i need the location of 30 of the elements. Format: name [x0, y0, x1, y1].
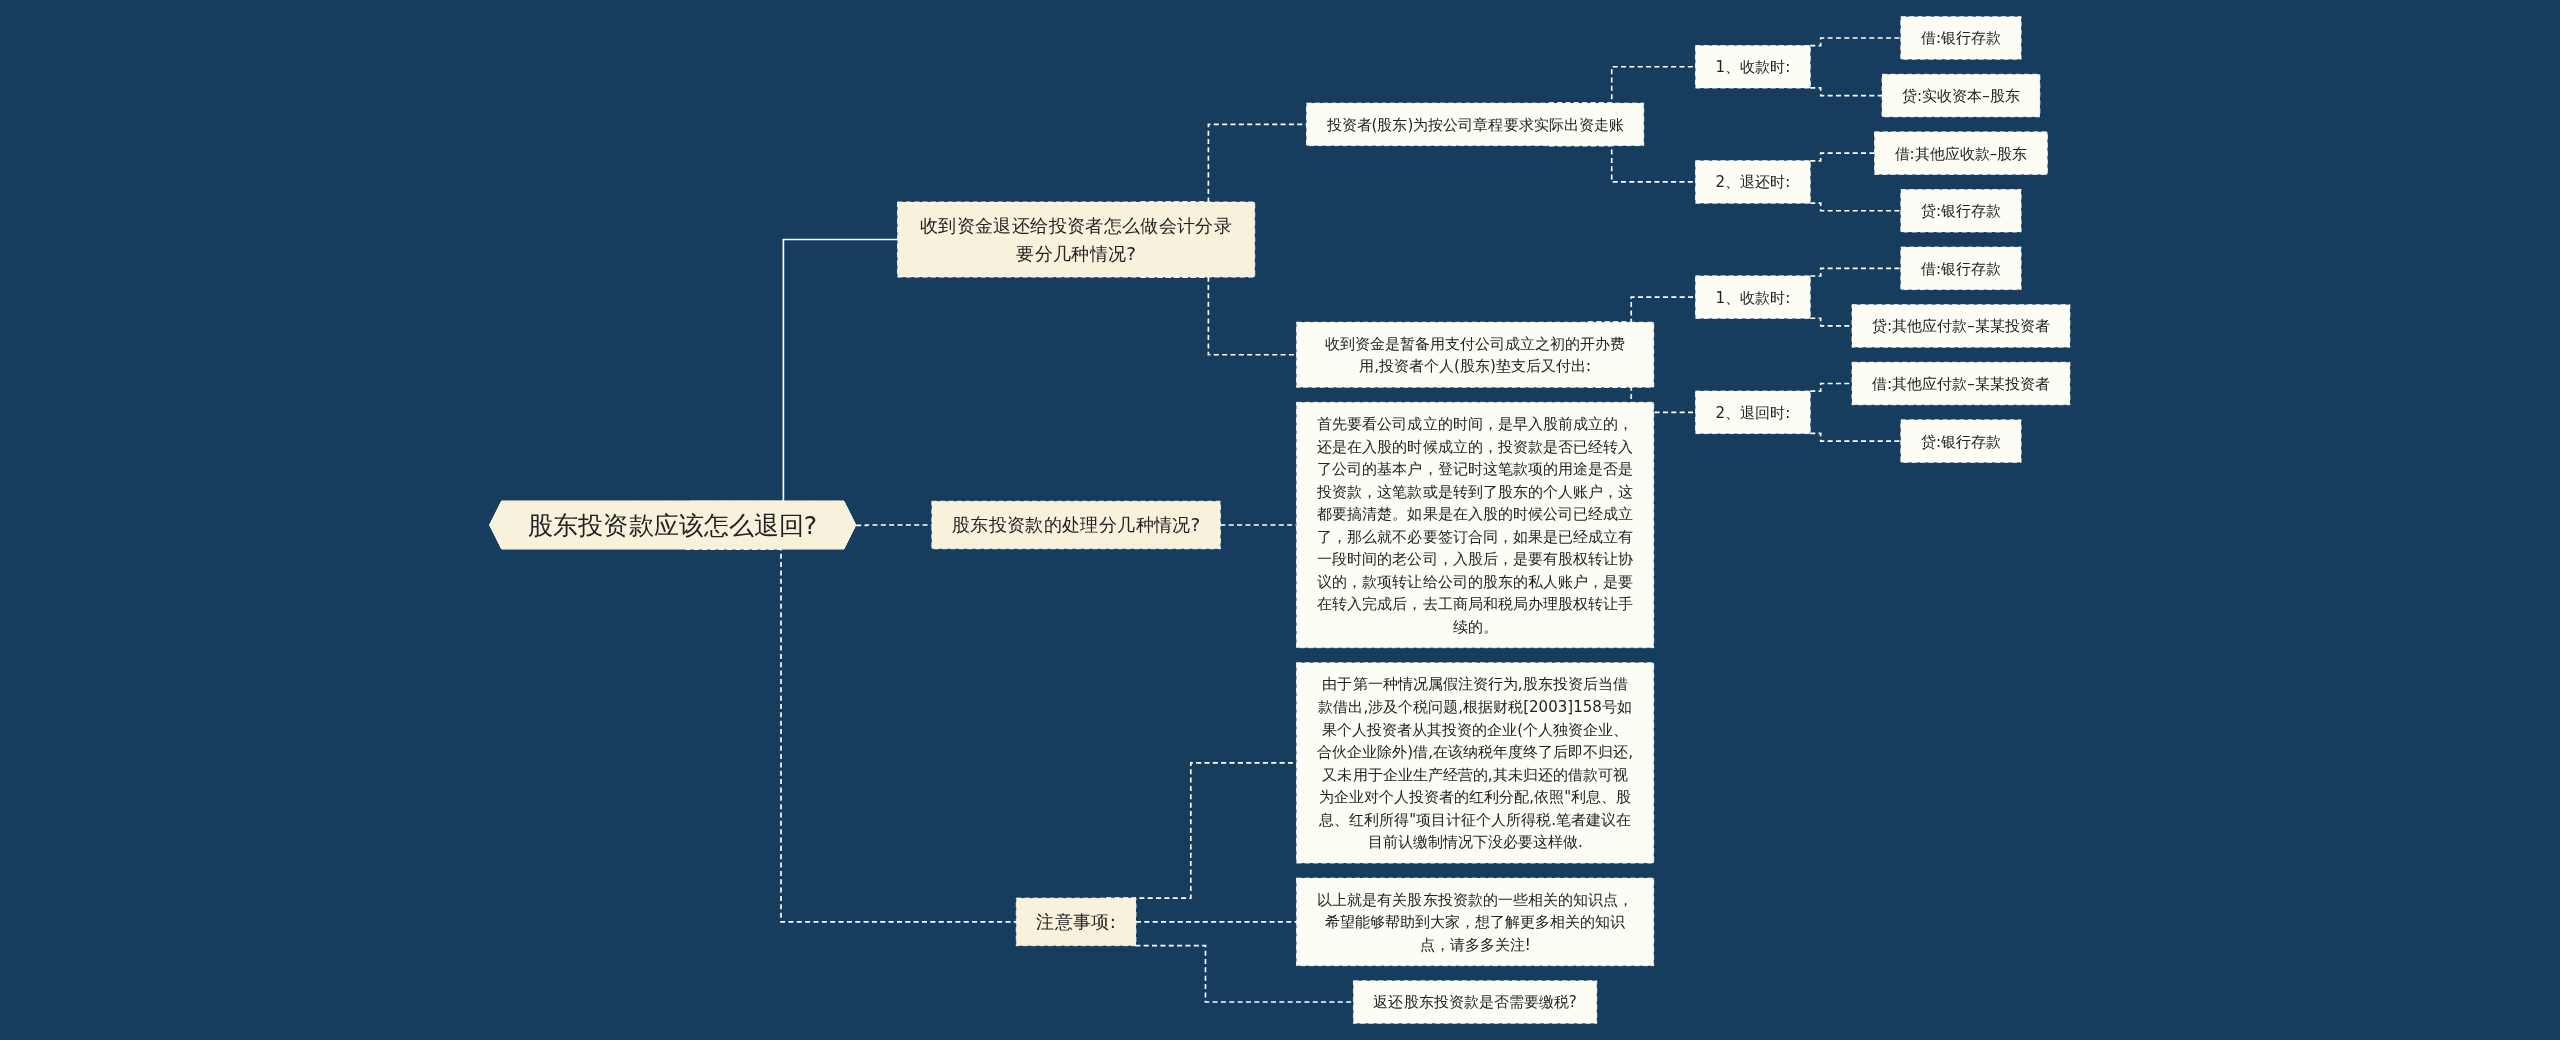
topic-box: 贷:银行存款	[1900, 189, 2022, 233]
topic-box: 借:其他应收款–股东	[1874, 131, 2048, 175]
connector	[1809, 202, 1902, 212]
topic-box: 以上就是有关股东投资款的一些相关的知识点，希望能够帮助到大家，想了解更多相关的知识点，请多多关注!	[1296, 877, 1655, 967]
topic-box: 股东投资款的处理分几种情况?	[931, 500, 1221, 550]
topic-box: 2、退回时:	[1695, 390, 1811, 434]
connector	[1809, 152, 1876, 162]
connector	[1809, 87, 1884, 97]
topic-box: 贷:实收资本–股东	[1881, 73, 2041, 118]
topic-box: 2、退还时:	[1695, 160, 1811, 204]
topic-box: 注意事项:	[1016, 897, 1137, 947]
topic-box: 贷:银行存款	[1900, 419, 2022, 463]
topic-box: 借:其他应付款–某某投资者	[1851, 361, 2071, 406]
topic-box: 1、收款时:	[1695, 45, 1811, 89]
topic-box: 贷:其他应付款–某某投资者	[1851, 304, 2071, 348]
connector	[1809, 432, 1902, 442]
topic-box: 收到资金是暂备用支付公司成立之初的开办费用,投资者个人(股东)垫支后又付出:	[1296, 321, 1655, 388]
topic-box: 首先要看公司成立的时间，是早入股前成立的，还是在入股的时候成立的，投资款是否已经转入了公司的基本户，登记时这笔款项的用途是否是投资款，这笔款或是转到了股东的个人账户，这都要搞清楚。如果是在入股的时候公司已经成立了，那么就不必要签订合同，如果是已经成立有一段时间的老公司，入股后，是要有股权转让协议的，款项转让给公司的股东的私人账户，是要在转入完成后，去工商局和税局办理股权转让手续的。	[1296, 401, 1655, 649]
connector	[1809, 267, 1902, 277]
topic-box: 投资者(股东)为按公司章程要求实际出资走账	[1306, 102, 1645, 147]
connector	[855, 524, 933, 527]
topic-box: 返还股东投资款是否需要缴税?	[1353, 980, 1598, 1024]
topic-box: 由于第一种情况属假注资行为,股东投资后当借款借出,涉及个税问题,根据财税[2003]158号如果个人投资者从其投资的企业(个人独资企业、合伙企业除外)借,在该纳税年度终了后即不归还,又未用于企业生产经营的,其未归还的借款可视为企业对个人投资者的红利分配,依照"利息、股息、红利所得"项目计征个人所得税.笔者建议在目前认缴制情况下没必要这样做.	[1296, 662, 1655, 864]
connector	[1135, 921, 1298, 923]
topic-box: 1、收款时:	[1695, 275, 1811, 319]
topic-box: 借:银行存款	[1900, 16, 2022, 60]
topic-box: 收到资金退还给投资者怎么做会计分录要分几种情况?	[897, 201, 1256, 278]
topic-box: 股东投资款应该怎么退回?	[489, 500, 857, 550]
connector	[1809, 37, 1902, 47]
topic-box: 借:银行存款	[1900, 246, 2022, 291]
